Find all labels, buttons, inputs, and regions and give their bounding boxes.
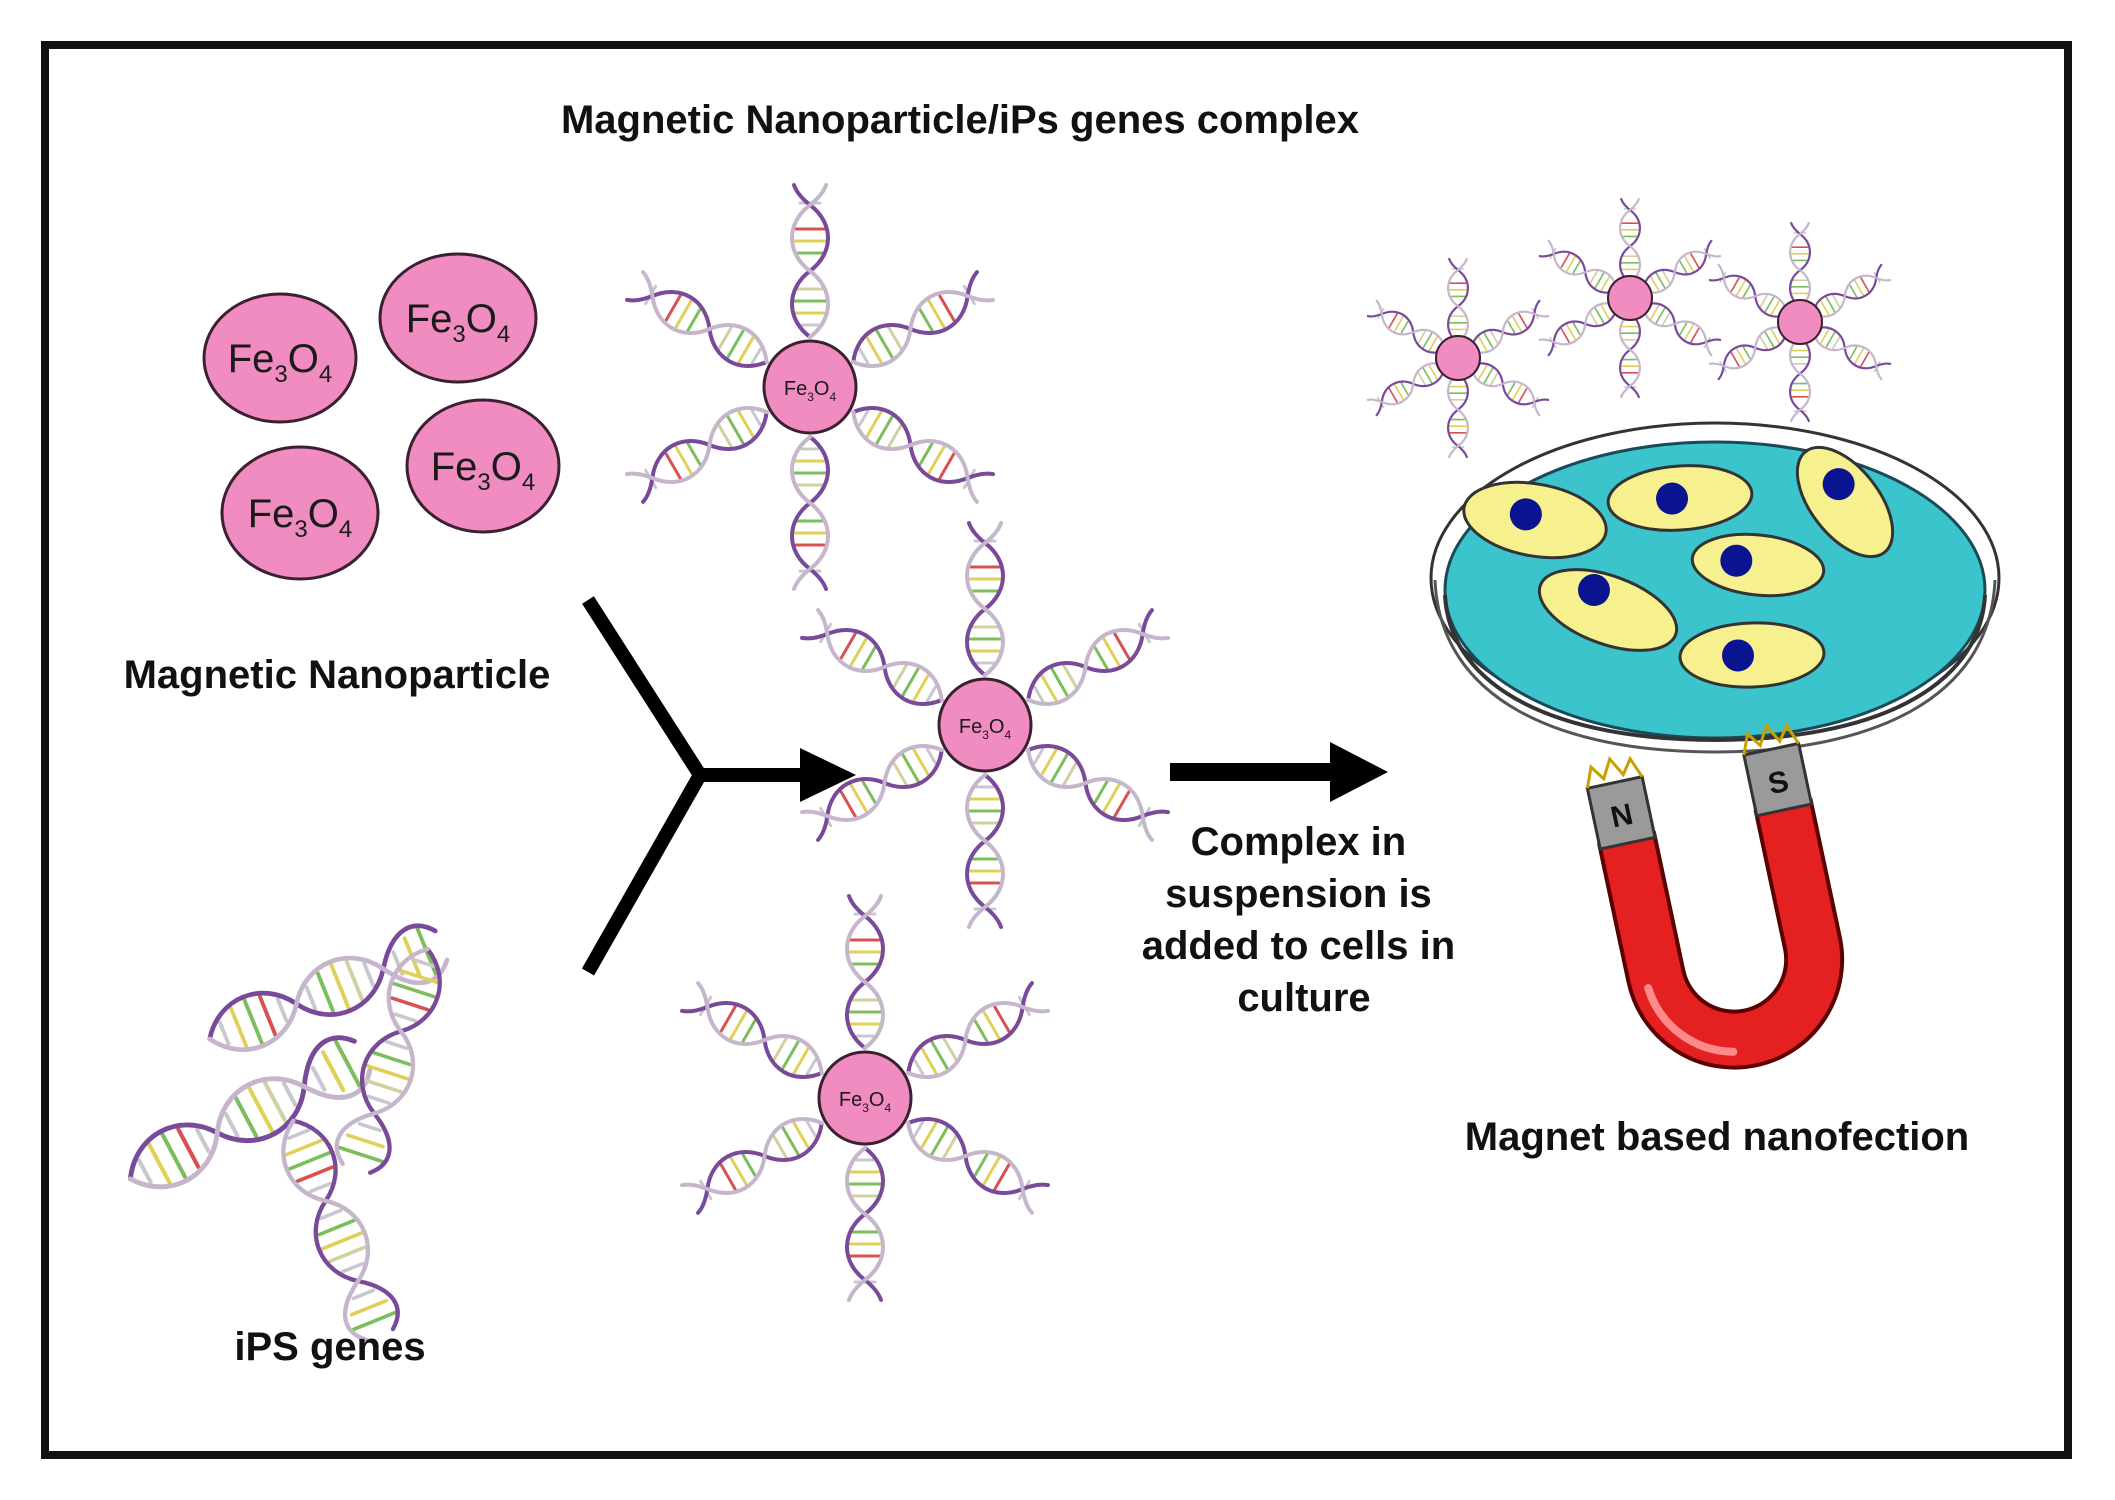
svg-text:Fe3O4: Fe3O4 [839,1089,892,1115]
genes-label: iPS genes [234,1325,425,1369]
arrow-right-icon [800,748,856,802]
add-arrow [1170,742,1388,802]
arrow-right-icon [1330,742,1388,802]
nanofection-label: Magnet based nanofection [1465,1115,1970,1159]
complex-bottom: Fe3O4 [681,896,1049,1300]
nanoparticle-icon: Fe3O4 [405,398,561,534]
nanoparticle-group: Fe3O4 Fe3O4 Fe3O4 Fe3O4 [202,252,561,581]
svg-text:Fe3O4: Fe3O4 [431,445,536,496]
horseshoe-magnet-icon: N S [1585,722,1845,1070]
step-description: Complex in suspension is added to cells … [1142,820,1467,1020]
cell-icon [1537,568,1679,652]
svg-text:Fe3O4: Fe3O4 [228,337,333,388]
complex-middle: Fe3O4 [801,523,1169,927]
nanoparticle-icon: Fe3O4 [378,252,538,384]
petri-dish-icon [1429,421,2001,754]
cell-icon [1678,621,1826,689]
svg-text:Fe3O4: Fe3O4 [248,492,353,543]
cell-icon [1795,445,1895,559]
cell-icon [1606,464,1754,532]
nanoparticle-icon: Fe3O4 [202,292,358,424]
complex-top: Fe3O4 [626,185,994,589]
nanoparticle-icon: Fe3O4 [220,445,380,581]
svg-text:Fe3O4: Fe3O4 [784,378,837,404]
cell-icon [1462,480,1608,560]
svg-text:Fe3O4: Fe3O4 [406,297,511,348]
complex-title: Magnetic Nanoparticle/iPs genes complex [561,98,1359,142]
svg-text:Fe3O4: Fe3O4 [959,716,1012,742]
nanoparticle-label: Magnetic Nanoparticle [124,653,551,697]
cell-icon [1690,532,1826,598]
merge-arrow [581,596,856,976]
